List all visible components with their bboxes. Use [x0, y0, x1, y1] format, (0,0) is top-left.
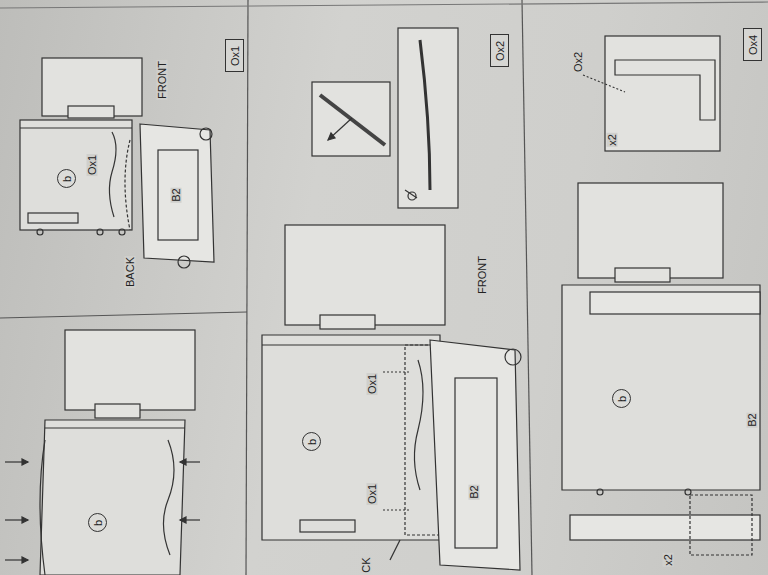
part-label: Ox1	[367, 483, 378, 505]
part-label: Ox1	[367, 373, 378, 395]
part-label: B2	[747, 412, 758, 427]
part-label: x2	[663, 553, 674, 567]
part-label: B2	[171, 187, 182, 202]
part-label: CK	[361, 556, 372, 573]
part-circle: b	[57, 169, 76, 188]
part-label: FRONT	[477, 255, 488, 295]
quantity-label: Ox2	[494, 40, 505, 60]
part-circle: b	[88, 513, 107, 532]
part-label: Ox2	[573, 51, 584, 73]
part-letter: b	[616, 395, 627, 401]
quantity-box: Ox4	[743, 28, 762, 61]
part-letter: b	[306, 438, 317, 444]
part-label: Ox1	[87, 154, 98, 176]
quantity-label: Ox1	[229, 45, 240, 65]
part-circle: b	[612, 389, 631, 408]
part-label: FRONT	[157, 60, 168, 100]
part-circle: b	[302, 432, 321, 451]
part-label: x2	[607, 133, 618, 147]
quantity-box: Ox1	[225, 39, 244, 72]
quantity-box: Ox2	[490, 34, 509, 67]
part-label: BACK	[125, 256, 136, 288]
quantity-label: Ox4	[747, 34, 758, 54]
part-letter: b	[92, 519, 103, 525]
part-letter: b	[61, 175, 72, 181]
part-label: B2	[469, 484, 480, 499]
